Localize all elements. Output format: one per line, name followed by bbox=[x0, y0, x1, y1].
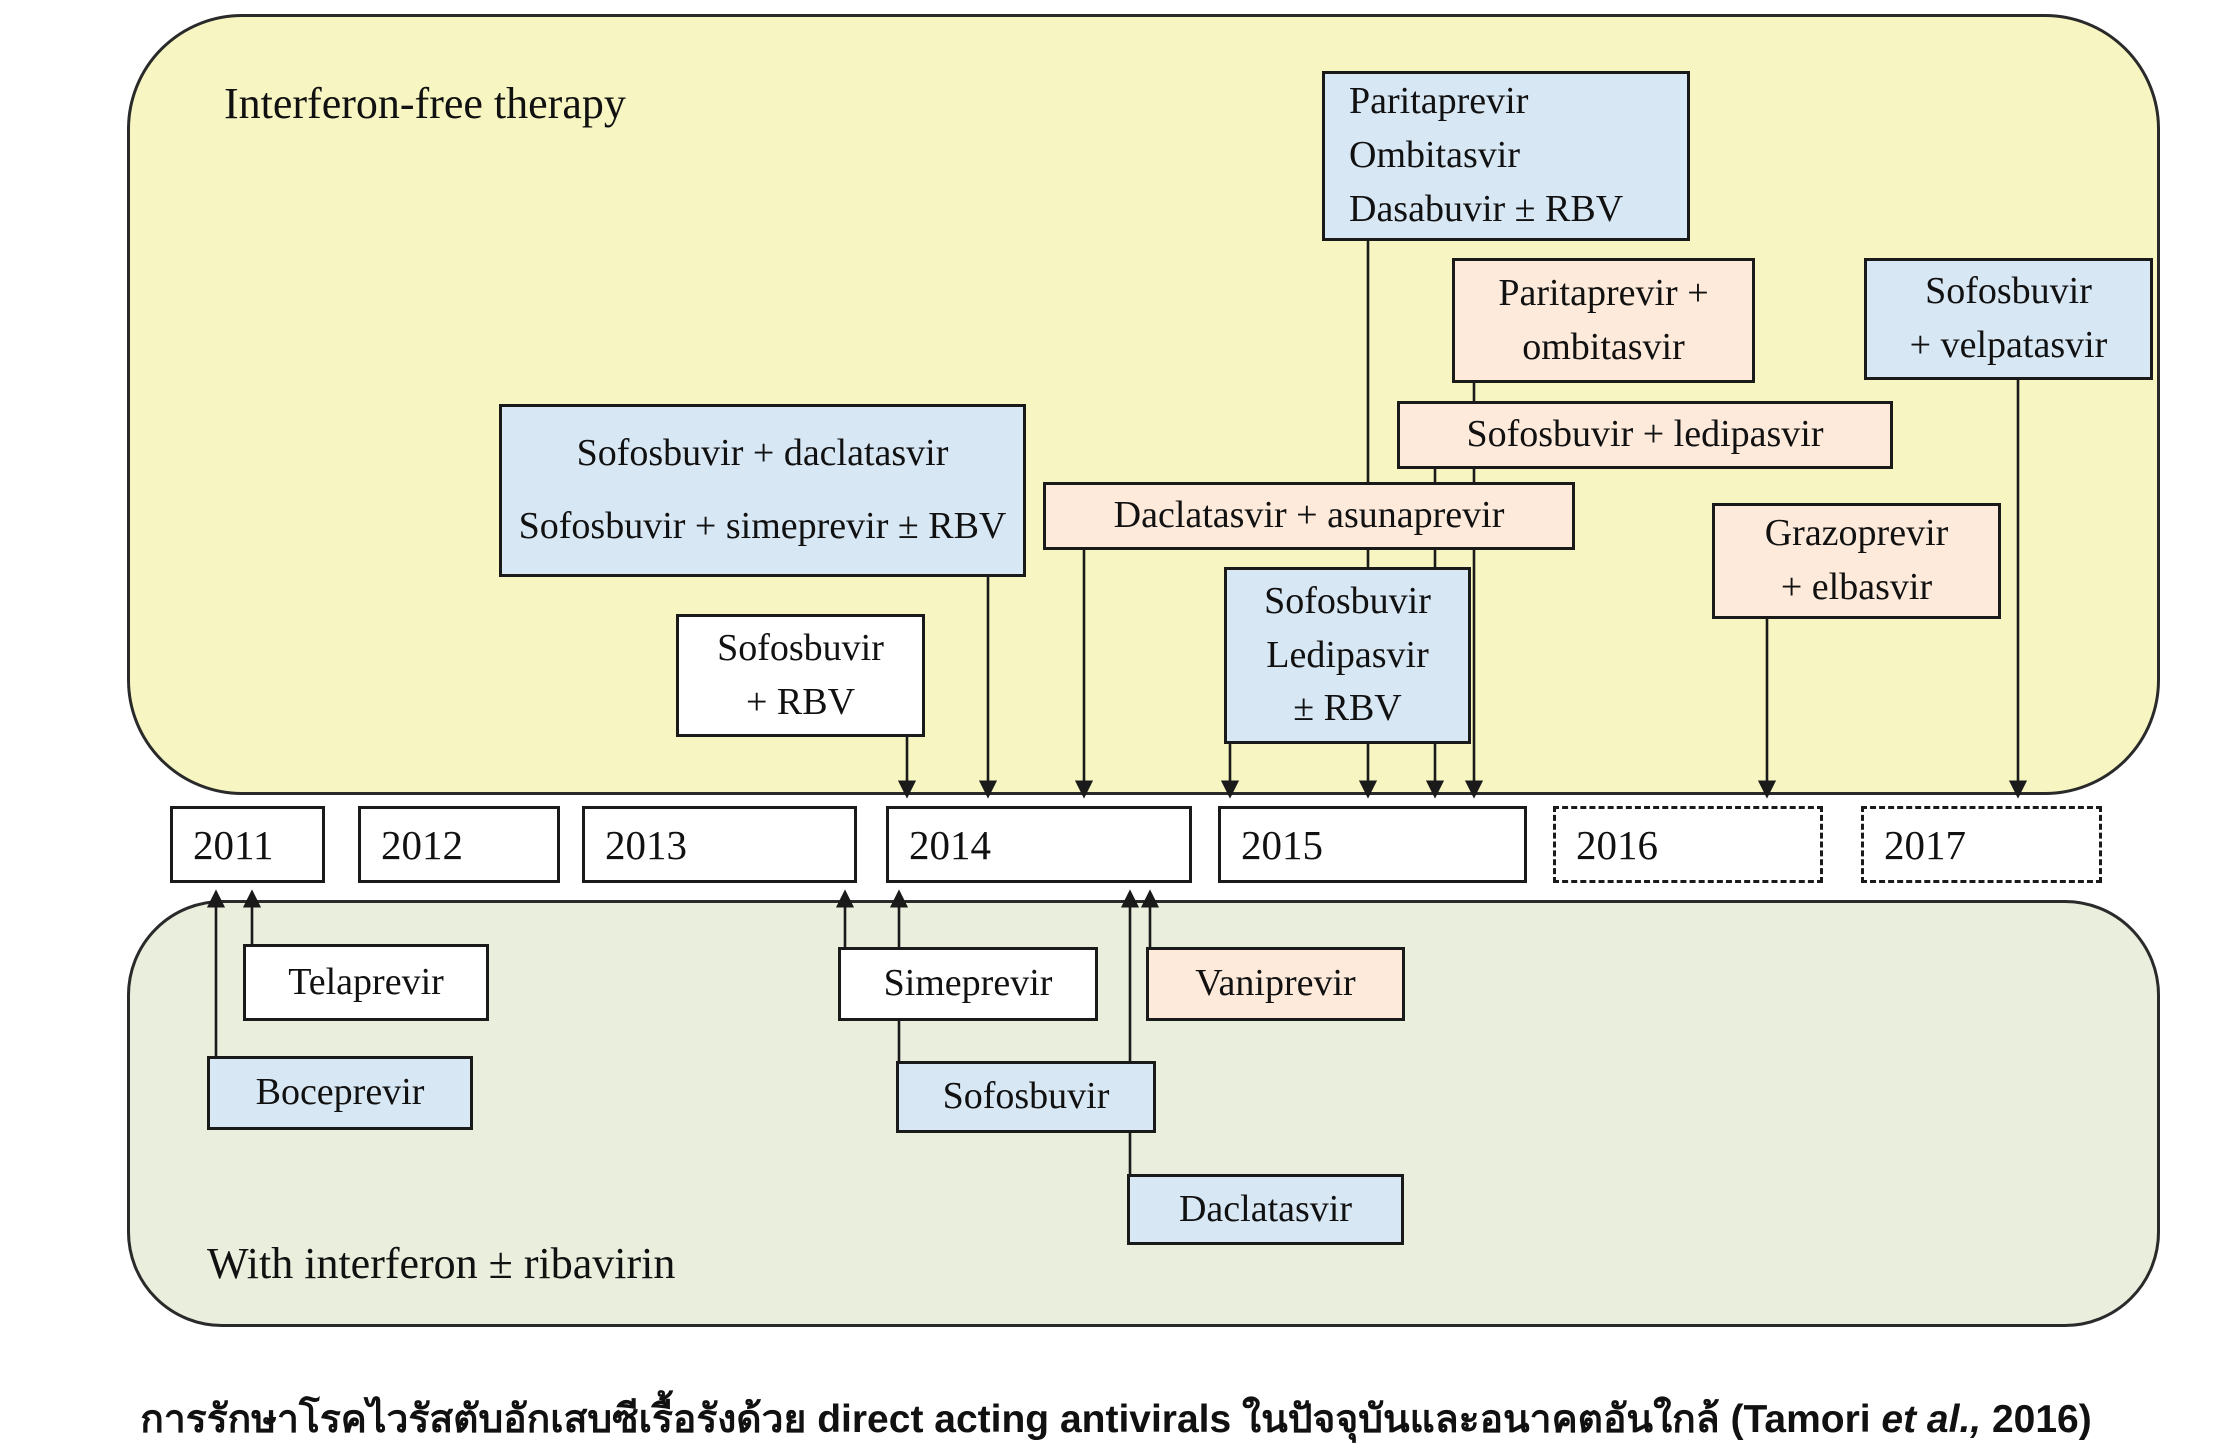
year-box-2014: 2014 bbox=[886, 806, 1192, 883]
drug-box-vaniprevir: Vaniprevir bbox=[1146, 947, 1405, 1021]
drug-box-boceprevir: Boceprevir bbox=[207, 1056, 473, 1130]
year-box-2011: 2011 bbox=[170, 806, 325, 883]
caption-text-after: 2016) bbox=[1981, 1398, 2092, 1441]
drug-label: Sofosbuvir bbox=[1925, 270, 2092, 313]
drug-label: ombitasvir bbox=[1522, 325, 1685, 368]
drug-label: Daclatasvir + asunaprevir bbox=[1113, 494, 1505, 537]
drug-label: Sofosbuvir + ledipasvir bbox=[1466, 413, 1824, 456]
drug-label: Paritaprevir + bbox=[1498, 271, 1709, 314]
drug-box-sofosbuvir-velpatasvir: Sofosbuvir + velpatasvir bbox=[1864, 258, 2153, 380]
drug-label: Simeprevir bbox=[883, 962, 1053, 1005]
drug-box-sofosbuvir-rbv: Sofosbuvir + RBV bbox=[676, 614, 925, 737]
drug-box-sofosbuvir-ledipasvir-rbv: Sofosbuvir Ledipasvir ± RBV bbox=[1224, 567, 1471, 744]
drug-label: Boceprevir bbox=[255, 1071, 425, 1114]
drug-label: Ombitasvir bbox=[1349, 134, 1520, 177]
year-box-2013: 2013 bbox=[582, 806, 857, 883]
drug-label: Paritaprevir bbox=[1349, 80, 1529, 123]
year-box-2012: 2012 bbox=[358, 806, 560, 883]
drug-label: + velpatasvir bbox=[1909, 324, 2108, 366]
drug-box-simeprevir: Simeprevir bbox=[838, 947, 1098, 1021]
drug-label: Sofosbuvir bbox=[717, 626, 884, 669]
drug-box-paritaprevir-plus-ombitasvir: Paritaprevir + ombitasvir bbox=[1452, 258, 1755, 383]
drug-label: Vaniprevir bbox=[1195, 962, 1356, 1005]
drug-label: + RBV bbox=[745, 680, 856, 723]
drug-box-sofosbuvir-ledipasvir: Sofosbuvir + ledipasvir bbox=[1397, 401, 1893, 469]
with-interferon-label: With interferon ± ribavirin bbox=[207, 1239, 676, 1288]
interferon-free-label: Interferon-free therapy bbox=[224, 79, 626, 128]
drug-label: Ledipasvir bbox=[1266, 633, 1429, 676]
drug-label: Telaprevir bbox=[288, 960, 444, 1003]
drug-label: Sofosbuvir bbox=[942, 1075, 1110, 1118]
year-box-2016: 2016 bbox=[1553, 806, 1823, 883]
drug-label: Grazoprevir bbox=[1764, 512, 1949, 555]
drug-label: Dasabuvir ± RBV bbox=[1349, 187, 1624, 230]
drug-label: Sofosbuvir + daclatasvir bbox=[576, 431, 949, 474]
drug-label: ± RBV bbox=[1293, 687, 1402, 730]
year-box-2017: 2017 bbox=[1861, 806, 2102, 883]
drug-box-grazoprevir-elbasvir: Grazoprevir + elbasvir bbox=[1712, 503, 2001, 619]
caption-text-before: การรักษาโรคไวรัสตับอักเสบซีเรื้อรังด้วย … bbox=[140, 1398, 1882, 1441]
drug-box-paritaprevir-ombitasvir-dasabuvir: Paritaprevir Ombitasvir Dasabuvir ± RBV bbox=[1322, 71, 1690, 241]
drug-box-sofosbuvir-daclatasvir-simeprevir: Sofosbuvir + daclatasvir Sofosbuvir + si… bbox=[499, 404, 1026, 577]
drug-label: + elbasvir bbox=[1780, 566, 1933, 608]
caption-text-italic: et al., bbox=[1881, 1398, 1982, 1441]
drug-box-daclatasvir-interferon: Daclatasvir bbox=[1127, 1174, 1404, 1245]
drug-box-sofosbuvir-interferon: Sofosbuvir bbox=[896, 1061, 1156, 1133]
year-box-2015: 2015 bbox=[1218, 806, 1527, 883]
drug-box-telaprevir: Telaprevir bbox=[243, 944, 489, 1021]
drug-box-daclatasvir-asunaprevir: Daclatasvir + asunaprevir bbox=[1043, 482, 1575, 550]
figure-caption: การรักษาโรคไวรัสตับอักเสบซีเรื้อรังด้วย … bbox=[0, 1388, 2232, 1450]
drug-label: Daclatasvir bbox=[1178, 1187, 1353, 1230]
drug-label: Sofosbuvir bbox=[1264, 579, 1431, 622]
drug-label: Sofosbuvir + simeprevir ± RBV bbox=[518, 505, 1007, 548]
